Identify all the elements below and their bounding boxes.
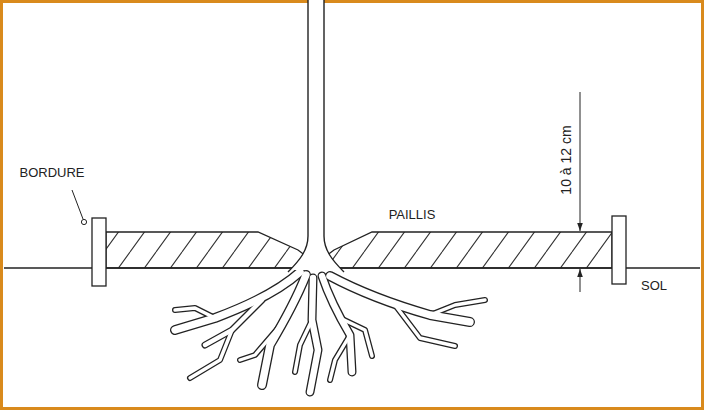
- root-fill: [240, 320, 285, 360]
- root-outline: [310, 278, 318, 392]
- mulch-right: [326, 232, 612, 268]
- dimension-label: 10 à 12 cm: [559, 125, 574, 194]
- root-fill: [330, 335, 350, 380]
- mulch-left: [106, 232, 306, 268]
- root-fill: [295, 320, 312, 372]
- root-fill: [190, 330, 232, 378]
- part-label: SOL: [641, 279, 667, 293]
- root-outline: [190, 330, 232, 378]
- part-label: PAILLIS: [389, 208, 436, 222]
- border-post-right: [612, 216, 626, 284]
- root-outline: [295, 320, 312, 372]
- part-label-holder: SOL: [641, 276, 667, 294]
- root-fill: [330, 276, 470, 322]
- ground-line: [4, 267, 700, 268]
- root-fill: [205, 300, 262, 345]
- dimension-line: [580, 269, 581, 292]
- part-label: BORDURE: [19, 166, 84, 180]
- root-fill: [395, 305, 455, 346]
- root-outline: [330, 335, 350, 380]
- leader-line: [72, 190, 83, 219]
- part-label-holder: PAILLIS: [389, 205, 436, 223]
- root-outline: [175, 308, 215, 318]
- root-outline: [430, 300, 485, 315]
- trunk-fill: [290, 0, 342, 270]
- dimension-line: [580, 92, 581, 231]
- root-fill: [340, 318, 372, 356]
- root-fill: [175, 308, 215, 318]
- root-outline: [240, 320, 285, 360]
- part-label-holder: BORDURE: [19, 163, 84, 181]
- leader-dot: [81, 219, 86, 224]
- root-fill: [430, 300, 485, 315]
- trunk: [288, 0, 344, 272]
- dimension-label-holder: 10 à 12 cm: [557, 122, 575, 197]
- root-fill: [262, 275, 306, 385]
- border-post-left: [92, 218, 106, 286]
- roots: [175, 272, 485, 392]
- root-fill: [310, 278, 318, 392]
